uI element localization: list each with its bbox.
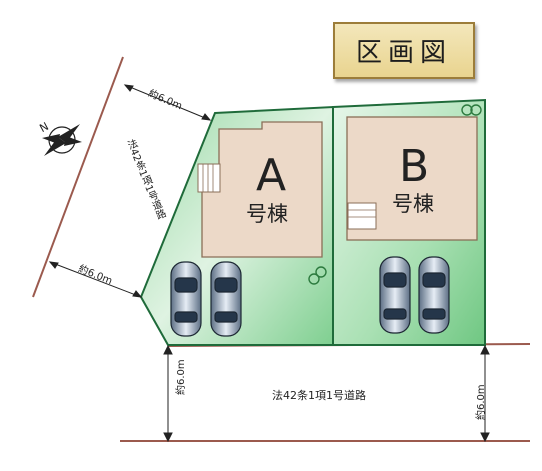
car-icons [170,256,450,337]
tree-icon [315,266,327,278]
lot-b-letter: B [399,141,430,192]
car-icon [379,256,411,334]
page-title: 区画図 [333,22,475,79]
tree-icon [470,104,482,116]
west-width-top-arrow [124,84,211,121]
house-a [197,121,323,258]
south-width-right-label: 約6.0m [476,384,487,420]
car-icon [418,256,450,334]
south-width-left-label: 約6.0m [176,359,187,395]
house-b [346,116,478,241]
car-icon [210,261,242,337]
west-width-bottom-arrow [49,261,142,298]
tree-icon [461,104,473,116]
compass-icon [42,124,82,156]
house-a-entrance-steps [197,163,221,193]
dimension-lines [48,84,490,443]
lot-b-name: 号棟 [392,192,434,216]
west-road-outer-line [32,56,124,298]
tree-icons [308,104,482,285]
lot-a-name: 号棟 [246,202,288,226]
south-road-label: 法42条1項1号道路 [272,389,366,402]
car-icon [170,261,202,337]
lot-a-letter: A [256,150,287,201]
house-b-entrance-steps [347,202,377,230]
tree-icon [308,273,320,285]
